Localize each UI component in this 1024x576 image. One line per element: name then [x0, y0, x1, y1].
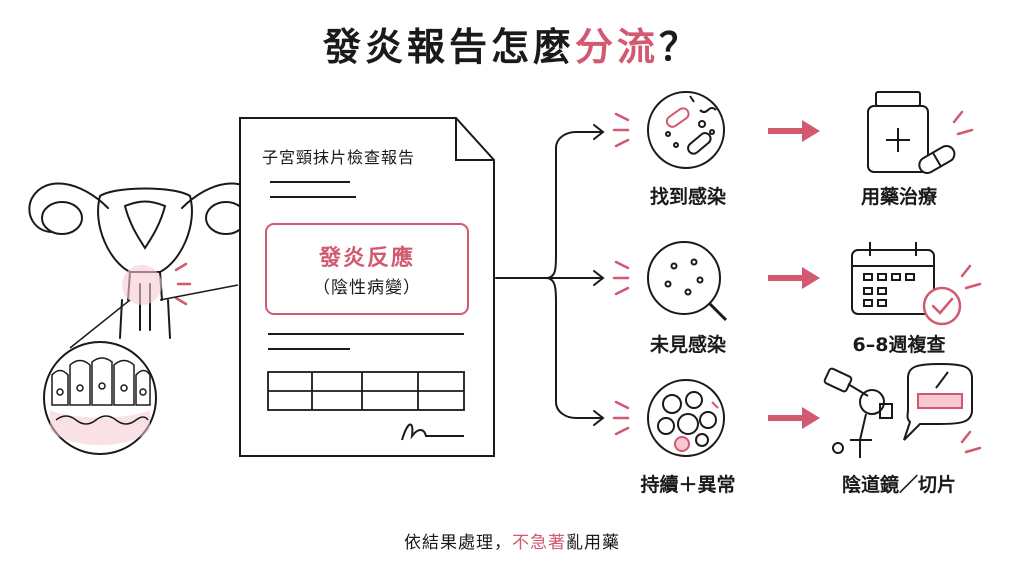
zoom-line [159, 284, 239, 301]
finding-label: 找到感染 [649, 186, 726, 208]
footer-accent: 不急著 [512, 533, 566, 553]
cell-zoom-circle [43, 341, 157, 455]
action-label: 用藥治療 [860, 186, 937, 208]
footer-note: 依結果處理，不急著亂用藥 [0, 528, 1024, 553]
title-suffix: ？ [659, 25, 702, 69]
uterus-illustration [28, 182, 259, 339]
title-main: 發炎報告怎麼 [322, 25, 575, 69]
action-label: 6–8週複查 [852, 334, 946, 356]
abnormal-cells-icon [647, 379, 725, 457]
zoom-line [69, 299, 131, 349]
page-title: 發炎報告怎麼分流？ [0, 16, 1024, 71]
footer-suffix: 亂用藥 [566, 533, 620, 553]
footer-prefix: 依結果處理， [404, 533, 512, 553]
calendar-icon [851, 242, 935, 315]
biopsy-bubble-icon [903, 362, 973, 441]
arrow-right-icon [768, 120, 820, 429]
alert-lines-icon [174, 262, 192, 306]
colposcope-icon [823, 367, 893, 458]
alert-lines-icon [960, 264, 982, 290]
inflammation-highlight [122, 265, 162, 305]
alert-lines-icon [952, 110, 974, 136]
title-accent: 分流 [574, 25, 659, 69]
alert-lines-icon [612, 112, 630, 436]
report-result: 發炎反應 [318, 246, 415, 271]
medicine-bottle-icon [867, 91, 956, 174]
finding-label: 未見感染 [649, 334, 726, 356]
magnifier-icon [647, 241, 728, 322]
finding-label: 持續＋異常 [640, 474, 736, 496]
action-label: 陰道鏡／切片 [841, 474, 956, 496]
report-document [239, 117, 495, 457]
check-circle-icon [922, 286, 962, 326]
alert-lines-icon [960, 430, 982, 454]
signature [401, 423, 464, 441]
branch-connector [495, 124, 605, 426]
bacteria-icon [647, 91, 725, 169]
report-heading: 子宮頸抹片檢查報告 [262, 148, 416, 167]
report-result-detail: （陰性病變） [313, 278, 421, 298]
